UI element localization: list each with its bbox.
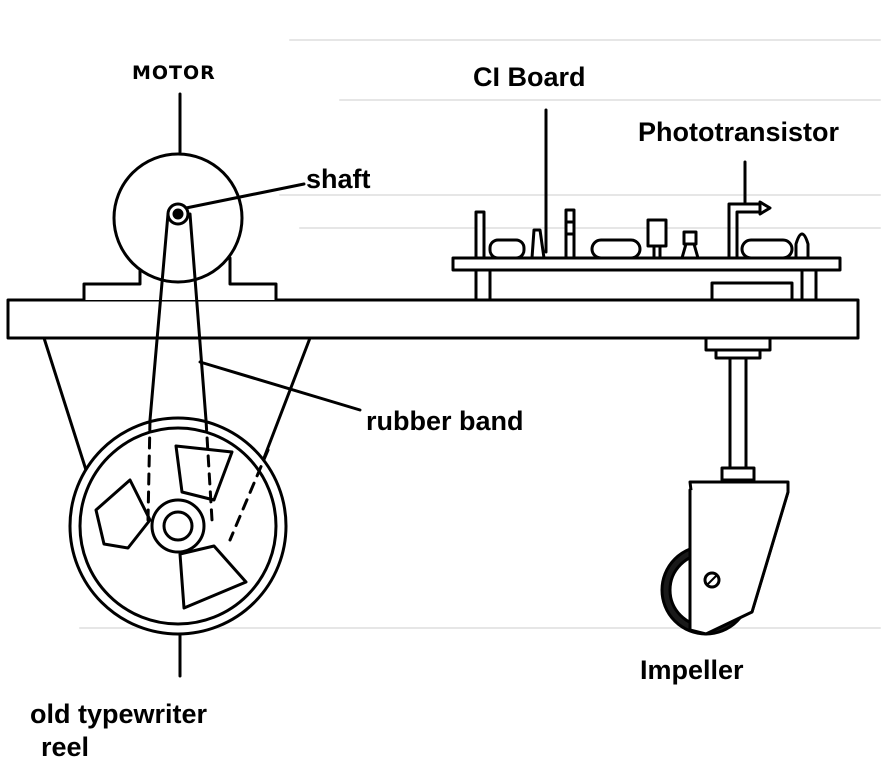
reel-label: old typewriter reel <box>30 698 207 764</box>
reel-wheel-inner <box>78 426 278 626</box>
board-component <box>682 230 698 246</box>
reel-label-line2: reel <box>41 732 90 762</box>
base-board <box>6 298 860 340</box>
reel-spoke <box>174 444 234 502</box>
reel-spoke <box>178 544 248 610</box>
board-component <box>646 218 668 248</box>
board-component <box>530 228 546 260</box>
board-component <box>740 238 794 260</box>
caster-plate <box>710 281 794 302</box>
board-component <box>794 232 810 260</box>
board-component <box>590 238 642 260</box>
rubber-band-label: rubber band <box>366 406 524 436</box>
caster-stem <box>728 356 748 470</box>
board-component <box>488 238 526 260</box>
left-support-bracket <box>42 336 312 472</box>
rubber-band-leader-line <box>198 360 362 412</box>
rubber-band-left <box>148 212 170 422</box>
shaft-label: shaft <box>306 164 371 194</box>
rubber-band-right <box>188 212 208 422</box>
impeller-label: Impeller <box>640 655 744 685</box>
shaft-leader-line <box>184 182 306 210</box>
ci-board-label: CI Board <box>473 62 586 92</box>
reel-hub <box>150 498 206 554</box>
motor-label: MOTOR <box>132 62 216 84</box>
board-component <box>474 210 486 260</box>
ci-board <box>451 256 842 272</box>
reel-spoke <box>94 478 152 550</box>
phototransistor-label: Phototransistor <box>638 117 840 147</box>
reel-label-line1: old typewriter <box>30 699 208 729</box>
caster-mount <box>704 336 772 352</box>
phototransistor <box>727 202 762 260</box>
